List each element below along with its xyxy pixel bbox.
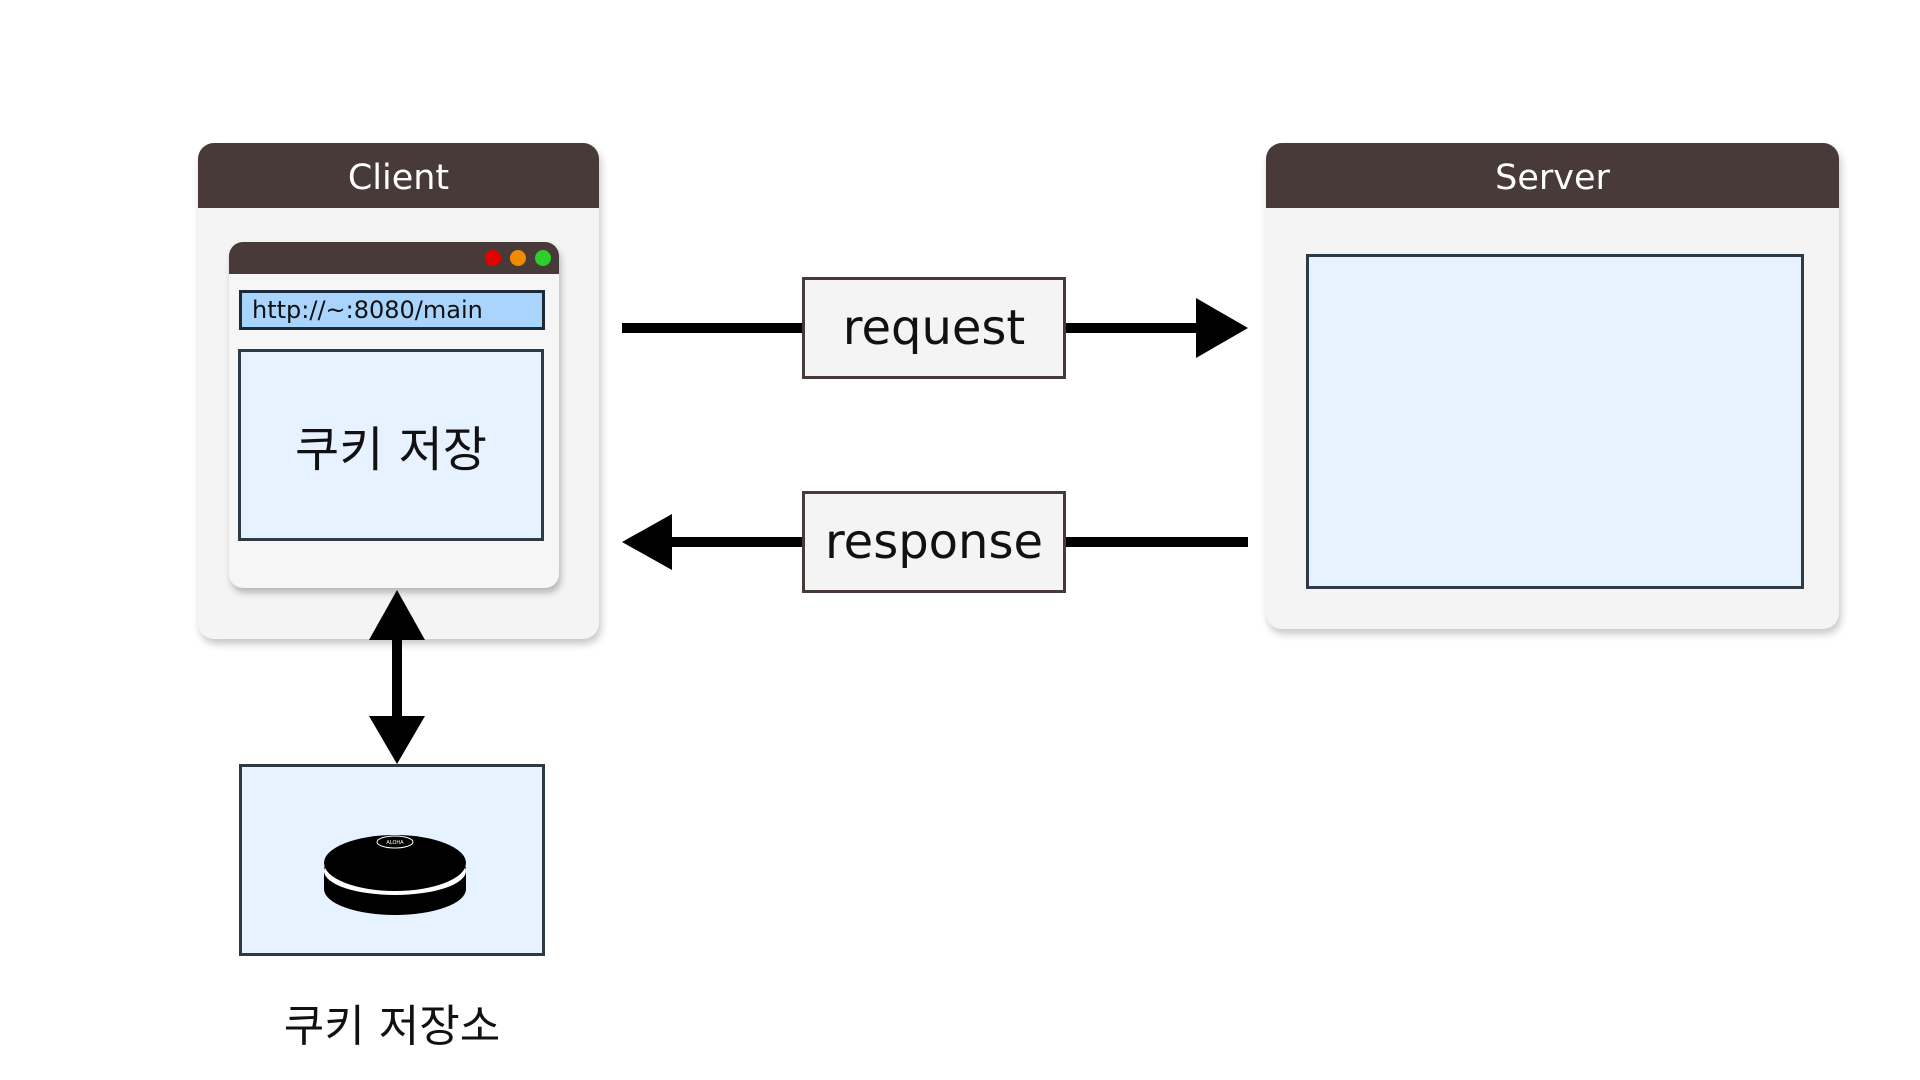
maximize-window-dot-icon[interactable] bbox=[535, 250, 551, 266]
server-panel-title: Server bbox=[1266, 143, 1839, 208]
close-window-dot-icon[interactable] bbox=[485, 250, 501, 266]
cookie-storage-box: ALOHA bbox=[239, 764, 545, 956]
request-arrowhead-icon bbox=[1196, 298, 1248, 358]
request-label: request bbox=[802, 277, 1066, 379]
response-arrowhead-icon bbox=[622, 514, 672, 570]
browser-title-bar bbox=[229, 242, 559, 274]
storage-arrowhead-down-icon bbox=[369, 716, 425, 764]
server-content-area bbox=[1306, 254, 1804, 589]
cookie-storage-label: 쿠키 저장소 bbox=[283, 1001, 501, 1052]
browser-window: http://~:8080/main 쿠키 저장 bbox=[229, 242, 559, 588]
storage-arrowhead-up-icon bbox=[369, 590, 425, 640]
database-disk-icon: ALOHA bbox=[324, 835, 466, 915]
disk-icon-text: ALOHA bbox=[386, 840, 404, 846]
client-panel-title: Client bbox=[198, 143, 599, 208]
url-bar[interactable]: http://~:8080/main bbox=[239, 290, 545, 330]
response-label: response bbox=[802, 491, 1066, 593]
browser-content: 쿠키 저장 bbox=[238, 349, 544, 541]
minimize-window-dot-icon[interactable] bbox=[510, 250, 526, 266]
